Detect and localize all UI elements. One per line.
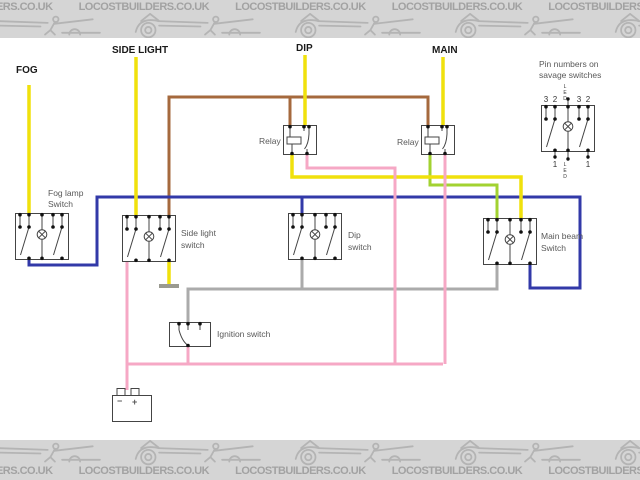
fog-switch-label-line2: Switch xyxy=(48,199,73,209)
pin-legend: 3 2 3 2 1 1 LED LED xyxy=(541,84,595,180)
main-switch-label-line1: Main beam xyxy=(541,231,583,241)
watermark-text: LOCOSTBUILDERS.CO.UK xyxy=(548,465,640,477)
ignition-switch-symbol xyxy=(169,321,211,348)
dip-switch-label-line2: switch xyxy=(348,242,372,252)
dip-switch-label-line1: Dip xyxy=(348,230,361,240)
watermark-car-doodle xyxy=(614,440,640,466)
main-beam-switch-symbol xyxy=(483,217,537,266)
dip-header: DIP xyxy=(296,43,313,54)
watermark-car-doodle xyxy=(134,440,261,466)
battery-minus-label: − xyxy=(117,396,122,406)
watermark-doodle-row xyxy=(0,440,640,467)
fog-header: FOG xyxy=(16,65,38,76)
main-relay-symbol xyxy=(421,124,455,156)
legend-pin-1-left: 1 xyxy=(553,160,558,169)
legend-pin-3-left: 3 xyxy=(544,95,549,104)
watermark-text: LOCOSTBUILDERS.CO.UK xyxy=(78,465,210,477)
legend-pin-2-left: 2 xyxy=(553,95,558,104)
wires-layer xyxy=(27,55,582,390)
watermark-text: LOCOSTBUILDERS.CO.UK xyxy=(548,1,640,13)
blue-main-bus-wire xyxy=(27,195,582,290)
yellow-relay1-to-mainbeam-wire xyxy=(290,155,523,219)
side-switch-label-line1: Side light xyxy=(181,228,217,238)
green-relay2-to-mainbeam-wire xyxy=(428,155,499,219)
legend-led-top-label: LED xyxy=(562,84,568,102)
watermark-text: LOCOSTBUILDERS.CO.UK xyxy=(78,1,210,13)
fog-lamp-switch-symbol xyxy=(15,212,69,261)
battery-plus-label: + xyxy=(132,397,137,407)
dip-switch-symbol xyxy=(288,212,342,261)
gray-mainbeam-to-ignition-wire xyxy=(186,264,499,322)
dip-relay-label: Relay xyxy=(259,136,281,146)
watermark-text: LOCOSTBUILDERS.CO.UK xyxy=(235,1,366,13)
pink-relay1-to-bus-wire xyxy=(305,155,397,364)
watermark-text: LOCOSTBUILDERS.CO.UK xyxy=(0,1,53,13)
watermark-text: LOCOSTBUILDERS.CO.UK xyxy=(391,1,523,13)
main-switch-label-line2: Switch xyxy=(541,243,566,253)
pin-note-line2: savage switches xyxy=(539,70,601,80)
fog-switch-label-line1: Fog lamp xyxy=(48,188,84,198)
watermark-banner-bottom: LOCOSTBUILDERS.CO.UK LOCOSTBUILDERS.CO.UK… xyxy=(0,440,640,480)
pin-note-line1: Pin numbers on xyxy=(539,59,599,69)
watermark-text: LOCOSTBUILDERS.CO.UK xyxy=(235,465,366,477)
watermark-banner-top: LOCOSTBUILDERS.CO.UK LOCOSTBUILDERS.CO.UK… xyxy=(0,0,640,38)
watermark-car-doodle xyxy=(294,440,421,466)
side-switch-label-line2: switch xyxy=(181,240,205,250)
brown-sidelight-to-relays-wire xyxy=(167,95,430,216)
watermark-text-row: LOCOSTBUILDERS.CO.UK LOCOSTBUILDERS.CO.UK… xyxy=(0,1,640,13)
legend-led-bottom-label: LED xyxy=(562,162,568,180)
main-header: MAIN xyxy=(432,45,458,56)
watermark-car-doodle xyxy=(454,440,581,466)
main-relay-label: Relay xyxy=(397,137,419,147)
legend-pin-1-right: 1 xyxy=(586,160,591,169)
legend-pin-3-right: 3 xyxy=(577,95,582,104)
side-light-switch-symbol xyxy=(122,214,176,263)
ignition-switch-label: Ignition switch xyxy=(217,329,271,339)
watermark-text: LOCOSTBUILDERS.CO.UK xyxy=(391,465,523,477)
legend-pin-2-right: 2 xyxy=(586,95,591,104)
dip-relay-symbol xyxy=(283,124,317,156)
side-light-header: SIDE LIGHT xyxy=(112,45,168,56)
battery-symbol: − + xyxy=(112,388,152,422)
watermark-text: LOCOSTBUILDERS.CO.UK xyxy=(0,465,53,477)
watermark-text-row: LOCOSTBUILDERS.CO.UK LOCOSTBUILDERS.CO.UK… xyxy=(0,465,640,477)
watermark-car-doodle xyxy=(0,440,101,466)
pin-legend-switch-symbol xyxy=(541,104,595,153)
